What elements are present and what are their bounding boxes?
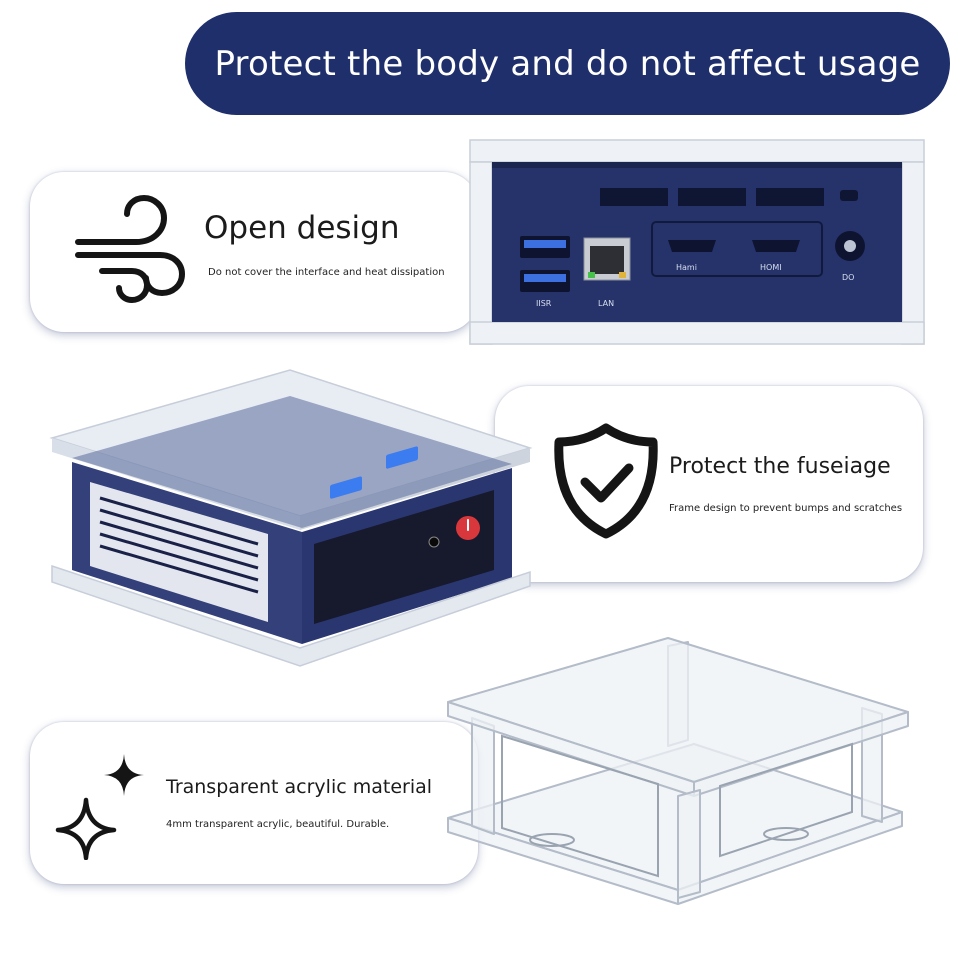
feature-title: Open design [204, 210, 400, 246]
mini-pc-front-image [49, 369, 533, 667]
feature-title: Protect the fuseiage [669, 454, 891, 479]
feature-card-open-design: Open design Do not cover the interface a… [30, 172, 478, 332]
shield-check-icon [554, 423, 658, 539]
mini-pc-rear-ports-image: IISR LAN Hami HOMI DO [469, 139, 925, 345]
lan-label: LAN [598, 299, 614, 308]
banner-title: Protect the body and do not affect usage [214, 43, 921, 84]
feature-card-protect: Protect the fuseiage Frame design to pre… [495, 386, 923, 582]
sparkle-icon [55, 754, 144, 860]
feature-title: Transparent acrylic material [166, 776, 433, 798]
dc-label: DO [842, 273, 854, 282]
header-banner: Protect the body and do not affect usage [185, 12, 950, 115]
vent-grille [600, 188, 824, 206]
usb-label: IISR [536, 299, 552, 308]
feature-description: 4mm transparent acrylic, beautiful. Dura… [166, 819, 390, 830]
wind-icon [75, 194, 186, 304]
feature-description: Do not cover the interface and heat diss… [208, 267, 445, 278]
hdmi1-label: Hami [676, 263, 697, 272]
feature-description: Frame design to prevent bumps and scratc… [669, 503, 903, 514]
hdmi2-label: HOMI [760, 263, 782, 272]
feature-card-acrylic: Transparent acrylic material 4mm transpa… [30, 722, 478, 884]
acrylic-case-image [447, 637, 909, 905]
